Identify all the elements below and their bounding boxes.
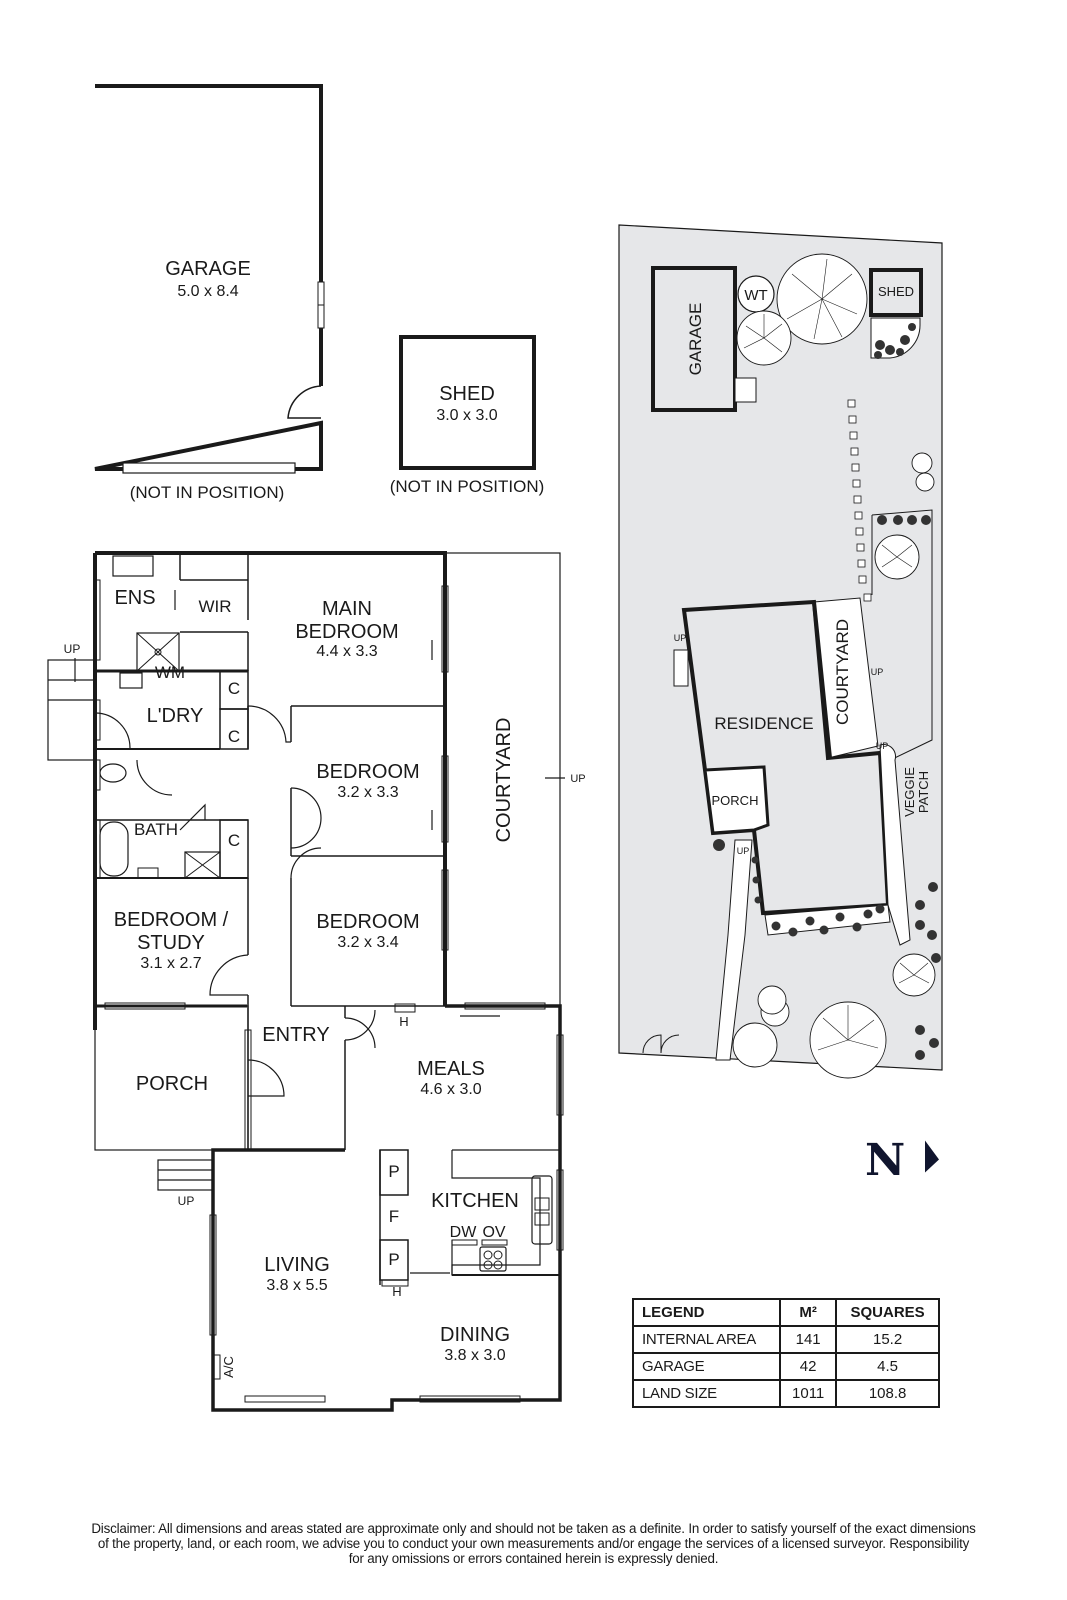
area-legend-table: LEGEND M² SQUARES INTERNAL AREA 141 15.2…: [631, 1298, 940, 1408]
legend-row: LAND SIZE 1011 108.8: [631, 1379, 940, 1408]
legend-row-m2: 141: [779, 1325, 838, 1354]
disclaimer-line-3: for any omissions or errors contained he…: [348, 1551, 719, 1566]
garage-not-in-position: (NOT IN POSITION): [130, 483, 285, 502]
legend-row-squares: 15.2: [835, 1325, 940, 1354]
bedroom2-label: BEDROOM: [316, 761, 419, 783]
aircon-label: A/C: [221, 1356, 236, 1378]
fridge-label: F: [389, 1207, 399, 1226]
bedroom-study-label-line2: STUDY: [137, 932, 205, 954]
site-shed-label: SHED: [878, 284, 914, 299]
site-up-label-2: UP: [871, 667, 884, 677]
courtyard-label: COURTYARD: [493, 718, 515, 843]
legend-row: INTERNAL AREA 141 15.2: [631, 1325, 940, 1354]
site-plan: [618, 224, 943, 1079]
bath-label: BATH: [134, 820, 178, 839]
dining-label: DINING: [440, 1324, 510, 1346]
site-porch-label: PORCH: [712, 793, 759, 808]
bedroom3-label: BEDROOM: [316, 911, 419, 933]
site-veggie-label-line2: PATCH: [916, 771, 931, 813]
courtyard-up-label: UP: [570, 773, 585, 785]
kitchen-label: KITCHEN: [431, 1190, 519, 1212]
legend-row-m2: 42: [779, 1352, 838, 1381]
site-garage-label: GARAGE: [686, 303, 705, 376]
legend-header-squares: SQUARES: [835, 1298, 940, 1327]
pantry-label-2: P: [388, 1250, 399, 1269]
site-up-label-4: UP: [737, 846, 750, 856]
legend-header-row: LEGEND M² SQUARES: [631, 1298, 940, 1327]
stairs-up-label-1: UP: [64, 642, 81, 656]
detached-garage: [94, 84, 325, 474]
wir-label: WIR: [198, 597, 231, 616]
heater-label-2: H: [392, 1284, 401, 1299]
main-bedroom-size: 4.4 x 3.3: [316, 643, 377, 660]
disclaimer: Disclaimer: All dimensions and areas sta…: [15, 1521, 1052, 1566]
site-up-label-3: UP: [876, 741, 889, 751]
laundry-label: L'DRY: [147, 705, 204, 727]
bedroom2-size: 3.2 x 3.3: [337, 784, 398, 801]
ens-label: ENS: [114, 587, 155, 609]
legend-header-m2: M²: [779, 1298, 838, 1327]
dishwasher-label: DW: [450, 1224, 478, 1241]
legend-row-m2: 1011: [779, 1379, 838, 1408]
legend-header-label: LEGEND: [631, 1298, 782, 1327]
garage-size: 5.0 x 8.4: [177, 283, 238, 300]
entry-label: ENTRY: [262, 1024, 329, 1046]
stairs-up-label-2: UP: [178, 1194, 195, 1208]
site-water-tank-label: WT: [744, 287, 767, 304]
shed-label: SHED: [439, 383, 495, 405]
legend-row: GARAGE 42 4.5: [631, 1352, 940, 1381]
detached-shed: [399, 335, 536, 470]
legend-row-squares: 4.5: [835, 1352, 940, 1381]
meals-size: 4.6 x 3.0: [420, 1081, 481, 1098]
living-label: LIVING: [264, 1254, 330, 1276]
site-veggie-label-line1: VEGGIE: [902, 767, 917, 817]
house-walls: [47, 551, 565, 1412]
compass-north-label: N: [865, 1135, 906, 1186]
meals-label: MEALS: [417, 1058, 485, 1080]
cupboard-label-1: C: [228, 679, 240, 698]
oven-label: OV: [482, 1224, 505, 1241]
wm-label: WM: [155, 663, 185, 682]
main-bedroom-label-line1: MAIN: [322, 598, 372, 620]
porch-label: PORCH: [136, 1073, 208, 1095]
living-size: 3.8 x 5.5: [266, 1277, 327, 1294]
dining-size: 3.8 x 3.0: [444, 1347, 505, 1364]
bedroom-study-label-line1: BEDROOM /: [114, 909, 229, 931]
bedroom-study-size: 3.1 x 2.7: [140, 955, 201, 972]
cupboard-label-2: C: [228, 727, 240, 746]
site-residence-label: RESIDENCE: [714, 714, 813, 733]
heater-label-1: H: [399, 1014, 408, 1029]
shed-size: 3.0 x 3.0: [436, 407, 497, 424]
legend-row-label: INTERNAL AREA: [631, 1325, 782, 1354]
main-bedroom-label-line2: BEDROOM: [295, 621, 398, 643]
north-arrow-icon: [925, 1140, 939, 1176]
garage-label: GARAGE: [165, 258, 251, 280]
legend-row-squares: 108.8: [835, 1379, 940, 1408]
shed-not-in-position: (NOT IN POSITION): [390, 477, 545, 496]
pantry-label-1: P: [388, 1162, 399, 1181]
site-courtyard-label: COURTYARD: [833, 619, 852, 725]
site-up-label-1: UP: [674, 633, 687, 643]
disclaimer-line-2: of the property, land, or each room, we …: [97, 1536, 970, 1551]
legend-row-label: LAND SIZE: [631, 1379, 782, 1408]
disclaimer-line-1: Disclaimer: All dimensions and areas sta…: [91, 1521, 976, 1536]
legend-row-label: GARAGE: [631, 1352, 782, 1381]
cupboard-label-3: C: [228, 831, 240, 850]
bedroom3-size: 3.2 x 3.4: [337, 934, 398, 951]
